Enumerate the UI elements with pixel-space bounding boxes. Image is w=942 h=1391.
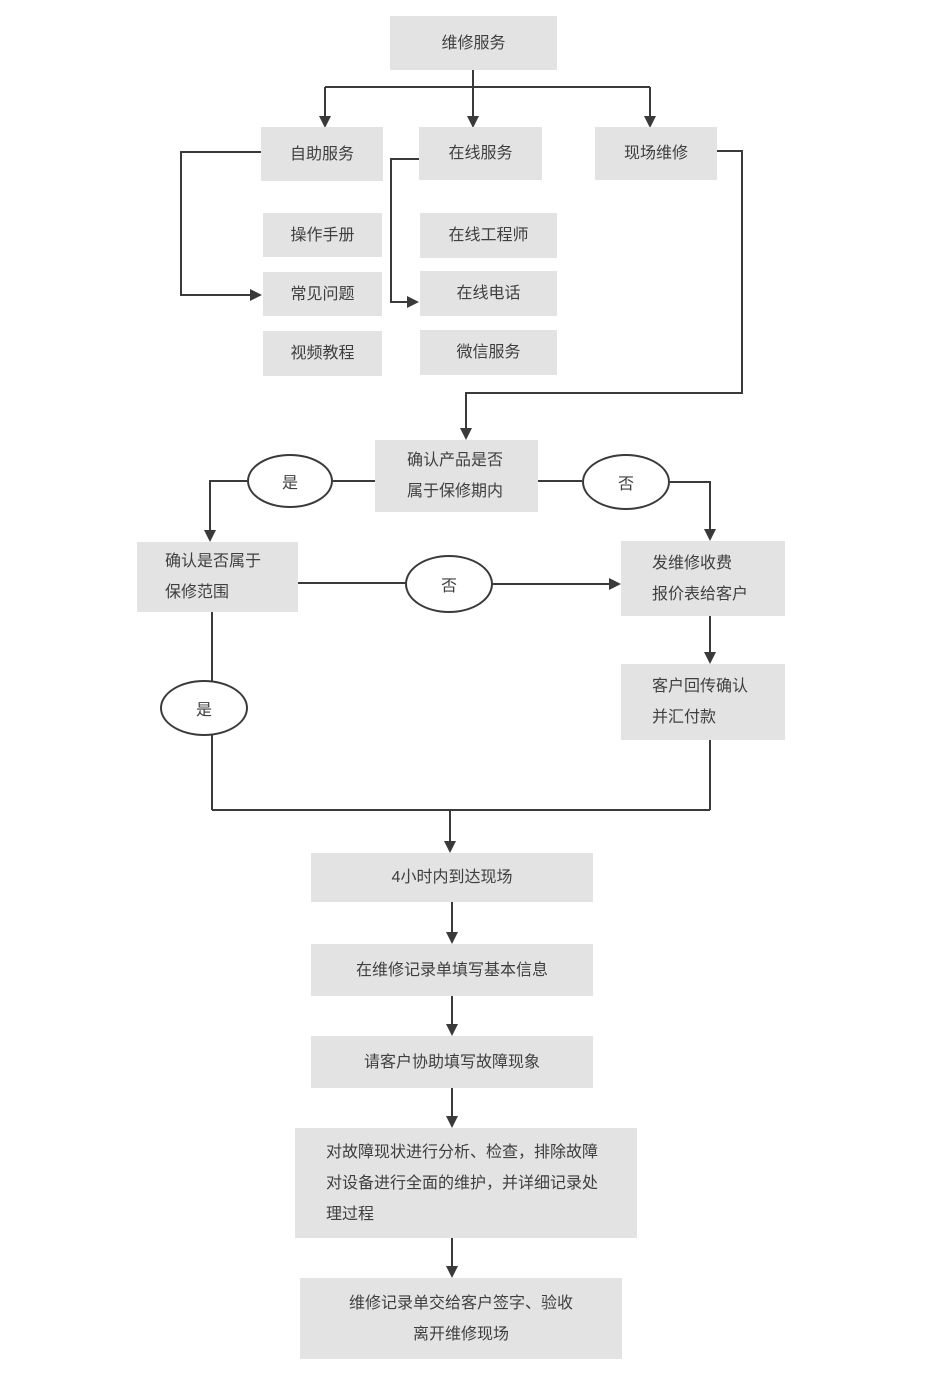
decision-no-top: 否 xyxy=(582,454,670,510)
node-analyze-and-repair: 对故障现状进行分析、检查，排除故障 对设备进行全面的维护，并详细记录处 理过程 xyxy=(295,1128,637,1238)
node-sign-and-leave: 维修记录单交给客户签字、验收 离开维修现场 xyxy=(300,1278,622,1359)
node-customer-confirm-payment: 客户回传确认 并汇付款 xyxy=(621,664,785,740)
node-confirm-warranty-period: 确认产品是否 属于保修期内 xyxy=(375,440,538,512)
node-online-service: 在线服务 xyxy=(419,127,542,180)
node-arrive-onsite: 4小时内到达现场 xyxy=(311,853,593,902)
node-online-phone: 在线电话 xyxy=(420,271,557,316)
node-onsite-repair: 现场维修 xyxy=(595,127,717,180)
node-fill-basic-info: 在维修记录单填写基本信息 xyxy=(311,944,593,996)
node-confirm-warranty-scope: 确认是否属于 保修范围 xyxy=(137,542,298,612)
node-online-engineer: 在线工程师 xyxy=(420,213,557,258)
node-faq: 常见问题 xyxy=(263,272,382,316)
node-self-service: 自助服务 xyxy=(261,127,383,181)
decision-yes-bottom: 是 xyxy=(160,680,248,736)
node-operation-manual: 操作手册 xyxy=(263,213,382,257)
node-send-quote: 发维修收费 报价表给客户 xyxy=(621,541,785,616)
node-repair-service: 维修服务 xyxy=(390,16,557,70)
node-fill-fault-description: 请客户协助填写故障现象 xyxy=(311,1036,593,1088)
decision-yes-top: 是 xyxy=(247,454,333,508)
node-wechat-service: 微信服务 xyxy=(420,330,557,375)
node-video-tutorial: 视频教程 xyxy=(263,331,382,376)
decision-no-middle: 否 xyxy=(405,555,493,613)
